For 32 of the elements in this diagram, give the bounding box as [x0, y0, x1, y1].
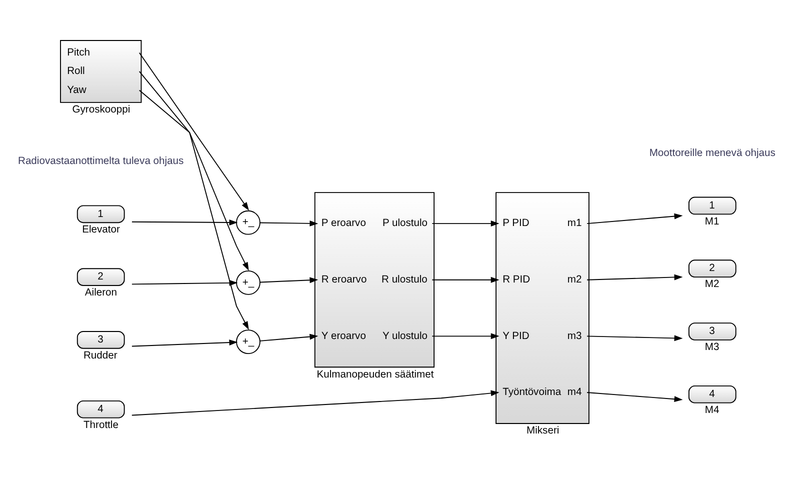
arrow [138, 52, 250, 211]
arrow [432, 333, 500, 340]
arrow [586, 213, 683, 224]
node-label: Elevator [82, 224, 120, 236]
label: Moottoreille menevä ohjaus [649, 148, 776, 159]
arrow [131, 390, 500, 416]
arrow [260, 334, 318, 342]
node-label: Mikseri [526, 426, 560, 437]
node-label: Gyroskooppi [72, 104, 130, 116]
node-circle: +_ [236, 330, 260, 354]
node-circle: +_ [236, 210, 260, 235]
arrow [260, 220, 318, 226]
arrow [131, 220, 238, 226]
node-label: M2 [704, 279, 720, 290]
arrow [586, 392, 683, 402]
arrow [138, 90, 249, 330]
arrow [138, 71, 249, 271]
node-circle: +_ [236, 270, 260, 295]
arrow [260, 277, 318, 284]
arrow [131, 340, 238, 347]
node-label: Aileron [84, 288, 118, 299]
arrow [432, 220, 500, 226]
label: Radiovastaanottimelta tuleva ohjaus [18, 156, 184, 168]
arrow [586, 274, 683, 280]
arrow [432, 276, 500, 283]
node-label: Throttle [83, 420, 118, 431]
node-label: M1 [704, 216, 720, 228]
node-label: M4 [704, 404, 720, 416]
arrow [586, 335, 683, 342]
node-label: Rudder [83, 350, 118, 362]
node-label: M3 [704, 342, 720, 354]
node-label: Kulmanopeuden säätimet [316, 369, 434, 380]
